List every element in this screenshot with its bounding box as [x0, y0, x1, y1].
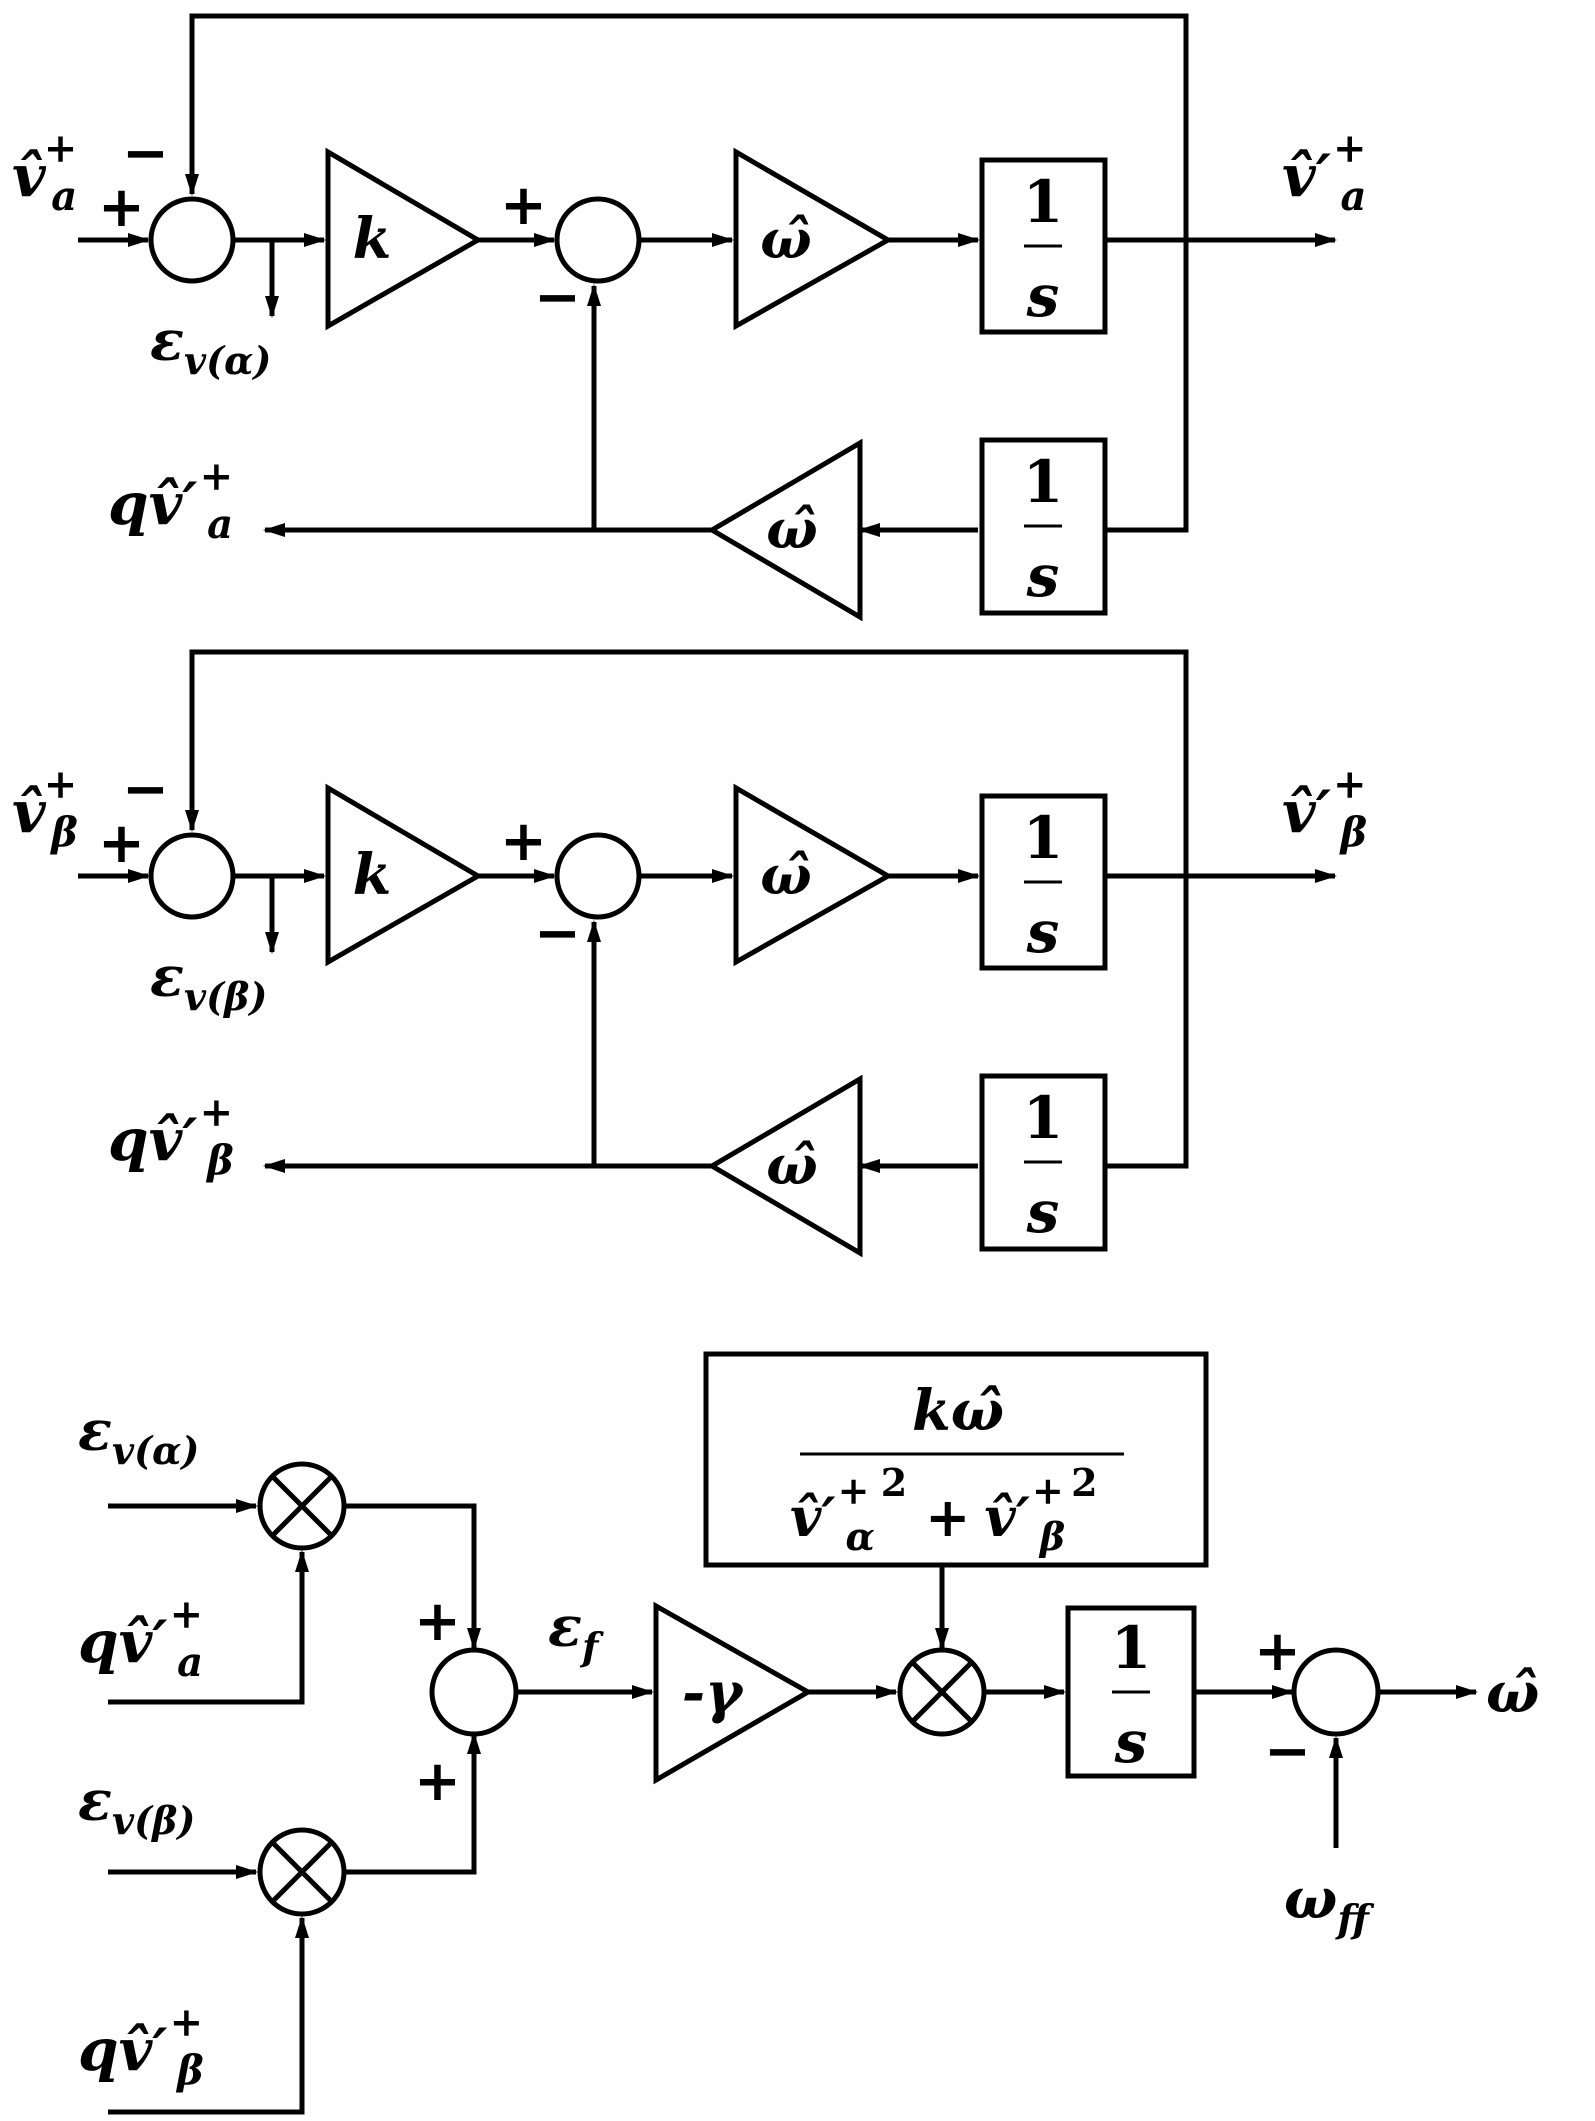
- beta-sum1-minus: −: [122, 757, 169, 822]
- alpha-omega-feedback-label: ω̂: [766, 497, 817, 561]
- fll-output-label: ω̂: [1486, 1660, 1539, 1726]
- alpha-omega-feedback-gain: [707, 438, 863, 622]
- alpha-sum1: [148, 196, 236, 284]
- fll-beta-q-wire: [108, 1916, 309, 2115]
- beta-output-label: v̂′+β: [1282, 761, 1367, 856]
- fll-output-sum-plus: +: [1254, 1619, 1301, 1684]
- fll-normalization-box: [703, 1351, 1209, 1568]
- fll-feedforward-label: ωff: [1284, 1866, 1374, 1941]
- alpha-sogi-loop: k ω̂ ω̂ 1 s 1 s v̂+a v̂′+a qv̂′+a εv(α) …: [12, 13, 1367, 622]
- beta-quad-output-label: qv̂′+β: [108, 1089, 234, 1184]
- beta-error-label: εv(β): [150, 944, 267, 1019]
- beta-k-label: k: [353, 842, 392, 908]
- fll-section: εv(α) qv̂′+a εv(β) qv̂′+β + + εf -γ kω̂ …: [78, 1351, 1539, 2115]
- fll-sum-plus-top: +: [414, 1589, 461, 1654]
- alpha-int2-feed-wire: [1105, 240, 1189, 533]
- alpha-omega-label: ω̂: [760, 207, 811, 271]
- beta-sum2-plus: +: [500, 809, 547, 874]
- fll-ef-label: εf: [548, 1594, 604, 1669]
- beta-omega-feedback-label: ω̂: [766, 1133, 817, 1197]
- fll-norm-numerator: kω̂: [912, 1378, 1004, 1444]
- svg-text:1: 1: [1023, 1084, 1063, 1152]
- beta-int2-feed-wire: [1105, 876, 1189, 1169]
- fll-alpha-q-label: qv̂′+a: [78, 1591, 203, 1686]
- alpha-error-label: εv(α): [150, 308, 271, 383]
- alpha-int1-fraction: 1 s: [1023, 168, 1063, 330]
- fll-integrator-fraction: 1 s: [1111, 1614, 1151, 1776]
- svg-text:1: 1: [1111, 1614, 1151, 1682]
- beta-sum2: [554, 832, 642, 920]
- fll-gamma-label: -γ: [682, 1660, 745, 1726]
- fll-alpha-mult-out-wire: [344, 1503, 481, 1650]
- alpha-omega-gain: [733, 147, 894, 331]
- fll-sum-plus-bottom: +: [414, 1749, 461, 1814]
- alpha-top-feedback-wire: [185, 13, 1189, 240]
- beta-sum1-plus: +: [98, 811, 145, 876]
- alpha-sum2: [554, 196, 642, 284]
- alpha-sum1-minus: −: [122, 121, 169, 186]
- beta-top-feedback-wire: [185, 649, 1189, 876]
- alpha-int2-fraction: 1 s: [1023, 448, 1063, 610]
- fll-normalize-multiplier: [897, 1647, 987, 1737]
- svg-text:1: 1: [1023, 448, 1063, 516]
- fll-alpha-q-wire: [108, 1550, 309, 1705]
- beta-omega-label: ω̂: [760, 843, 811, 907]
- svg-text:s: s: [1026, 1178, 1060, 1246]
- alpha-k-label: k: [353, 206, 392, 272]
- fll-beta-err-label: εv(β): [78, 1768, 195, 1843]
- beta-int2-fraction: 1 s: [1023, 1084, 1063, 1246]
- beta-sum2-minus: −: [534, 901, 581, 966]
- svg-text:1: 1: [1023, 804, 1063, 872]
- fll-beta-multiplier: [257, 1827, 347, 1917]
- svg-text:1: 1: [1023, 168, 1063, 236]
- beta-sum1: [148, 832, 236, 920]
- beta-input-label: v̂+β: [12, 761, 78, 856]
- alpha-output-label: v̂′+a: [1282, 125, 1367, 220]
- alpha-input-label: v̂+a: [12, 125, 77, 220]
- alpha-sum2-minus: −: [534, 265, 581, 330]
- svg-text:s: s: [1114, 1708, 1148, 1776]
- alpha-quad-output-label: qv̂′+a: [108, 453, 233, 548]
- beta-k-gain: [325, 783, 483, 967]
- fll-beta-mult-out-wire: [344, 1732, 481, 1875]
- svg-text:s: s: [1026, 898, 1060, 966]
- beta-int1-fraction: 1 s: [1023, 804, 1063, 966]
- fll-output-sum: [1291, 1647, 1381, 1737]
- fll-alpha-multiplier: [257, 1461, 347, 1551]
- svg-text:s: s: [1026, 262, 1060, 330]
- fll-output-sum-minus: −: [1264, 1719, 1311, 1784]
- beta-omega-gain: [733, 783, 894, 967]
- beta-omega-feedback-gain: [707, 1074, 863, 1258]
- alpha-sum2-plus: +: [500, 173, 547, 238]
- fll-gamma-gain: [653, 1601, 814, 1785]
- fll-sum: [429, 1647, 519, 1737]
- beta-sogi-loop: k ω̂ ω̂ 1 s 1 s v̂+β v̂′+β qv̂′+β εv(β) …: [12, 649, 1367, 1258]
- alpha-k-gain: [325, 147, 483, 331]
- fll-alpha-err-label: εv(α): [78, 1398, 199, 1473]
- fll-norm-denominator: v̂′+α2+v̂′+β2: [790, 1460, 1098, 1559]
- svg-text:s: s: [1026, 542, 1060, 610]
- alpha-sum1-plus: +: [98, 175, 145, 240]
- fll-beta-q-label: qv̂′+β: [78, 1999, 204, 2094]
